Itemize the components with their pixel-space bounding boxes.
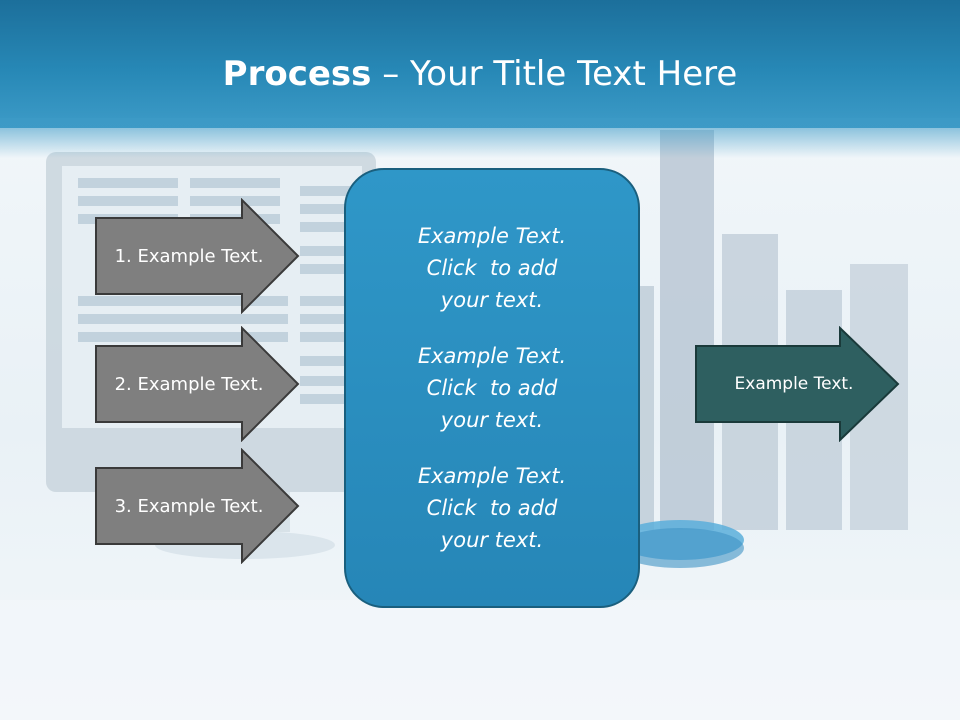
center-item-line: Click to add [426,256,558,280]
step-arrow-1[interactable]: 1. Example Text. [94,198,300,314]
result-arrow[interactable]: Example Text. [694,326,900,442]
title-rest: Your Title Text Here [410,54,738,94]
step-label-1: 1. Example Text. [114,245,264,267]
center-item-line: Example Text. [417,464,567,488]
step-label-3: 3. Example Text. [114,495,264,517]
result-arrow-shape [695,326,900,442]
center-item-line: your text. [440,408,544,432]
center-item-1: Example Text. Click to add your text. [346,220,638,316]
header-band [0,0,960,128]
header-fade [0,118,960,158]
center-item-line: Example Text. [417,344,567,368]
slide-title[interactable]: Process – Your Title Text Here [0,52,960,96]
center-item-line: Click to add [426,496,558,520]
step-arrow-2[interactable]: 2. Example Text. [94,326,300,442]
title-dash: – [371,54,411,94]
center-item-line: Example Text. [417,224,567,248]
center-item-2: Example Text. Click to add your text. [346,340,638,436]
center-item-line: your text. [440,528,544,552]
step-arrow-shape [95,448,300,564]
step-label-2: 2. Example Text. [114,373,264,395]
step-arrow-shape [95,326,300,442]
result-label: Example Text. [734,374,854,394]
center-item-line: your text. [440,288,544,312]
title-bold: Process [222,54,372,94]
center-item-line: Click to add [426,376,558,400]
step-arrow-3[interactable]: 3. Example Text. [94,448,300,564]
step-arrow-shape [95,198,300,314]
center-item-3: Example Text. Click to add your text. [346,460,638,556]
center-text-box[interactable]: Example Text. Click to add your text. Ex… [344,168,640,608]
